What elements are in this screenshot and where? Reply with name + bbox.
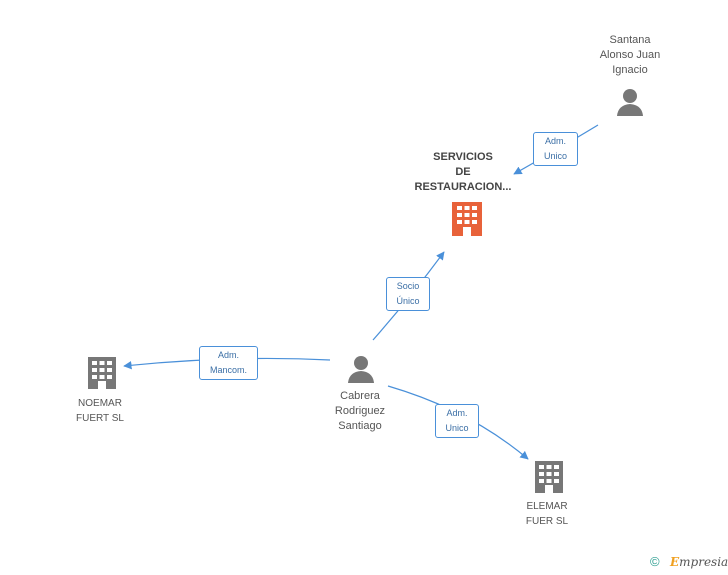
copyright-symbol: © <box>650 554 660 569</box>
company-icon[interactable] <box>452 202 482 236</box>
node-label-elemar[interactable]: ELEMAR FUER SL <box>525 501 569 527</box>
edge-label-cabrera-noemar: Adm. Mancom. <box>199 346 258 380</box>
node-label-santana[interactable]: Santana Alonso Juan Ignacio <box>599 34 661 76</box>
edge-label-santana-servicios: Adm. Unico <box>533 132 578 166</box>
edge-label-cabrera-servicios: Socio Único <box>386 277 430 311</box>
node-label-servicios[interactable]: SERVICIOS DE RESTAURACION... <box>414 151 512 193</box>
node-label-noemar[interactable]: NOEMAR FUERT SL <box>76 398 124 424</box>
edge-label-cabrera-elemar: Adm. Unico <box>435 404 479 438</box>
company-icon[interactable] <box>535 461 563 493</box>
person-icon[interactable] <box>617 89 643 116</box>
empresia-logo[interactable]: Empresia <box>670 555 728 569</box>
company-icon[interactable] <box>88 357 116 389</box>
person-icon[interactable] <box>348 356 374 383</box>
node-label-cabrera[interactable]: Cabrera Rodriguez Santiago <box>334 390 386 432</box>
